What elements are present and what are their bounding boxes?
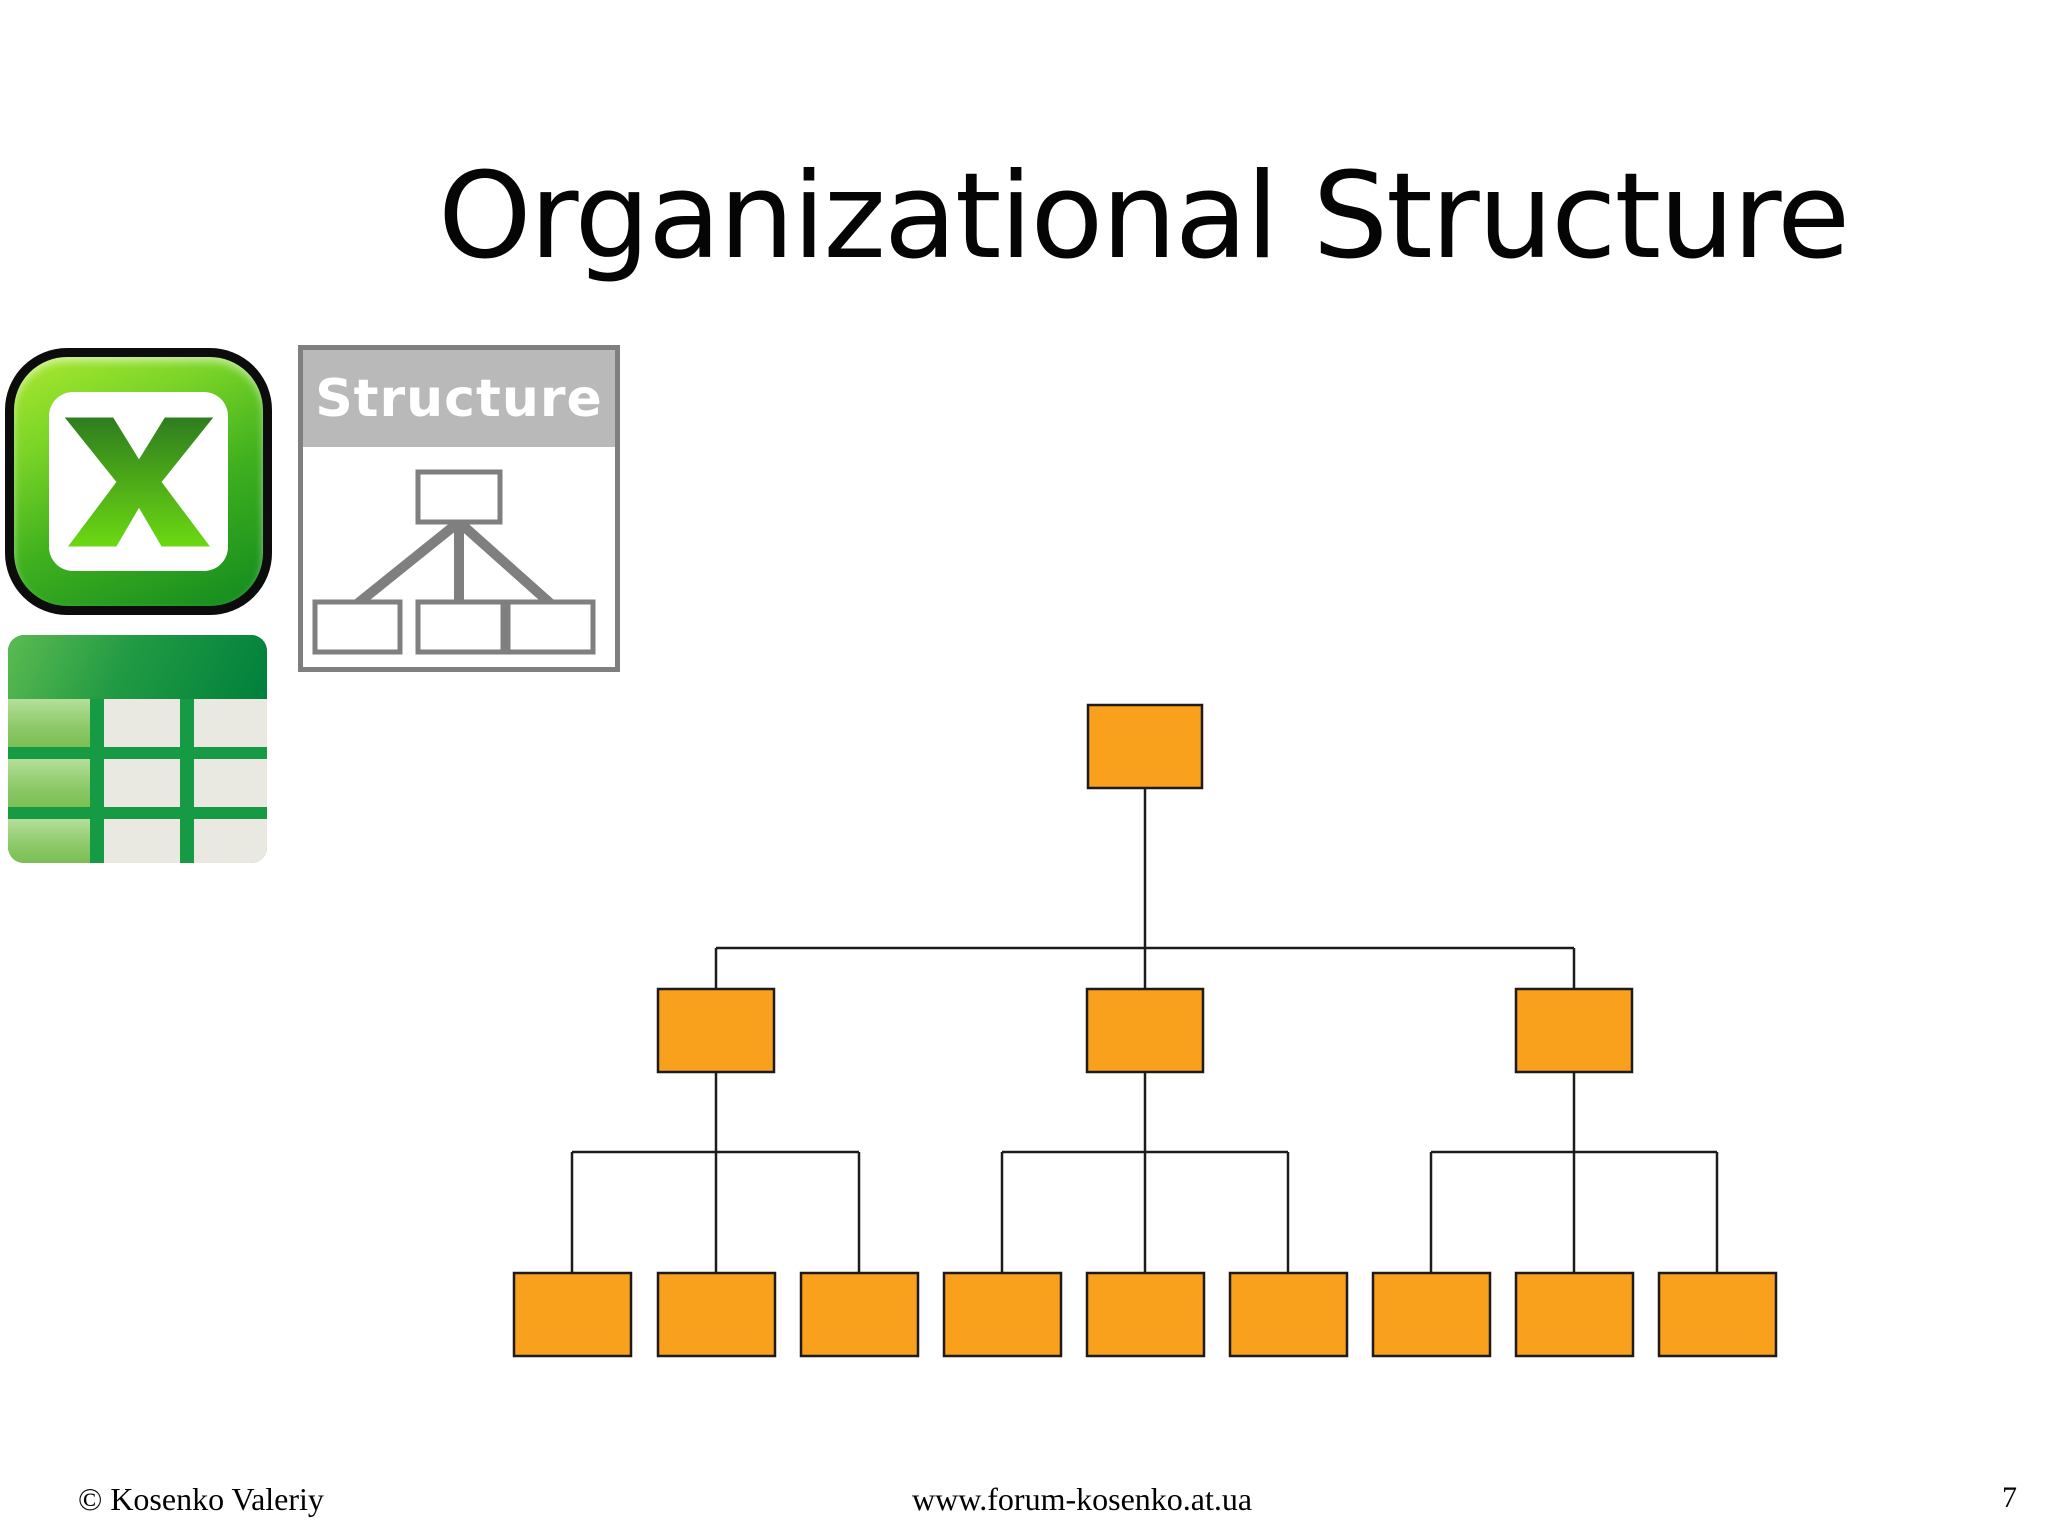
org-node-l3-5 [1085, 1271, 1206, 1358]
sheet-cell [194, 759, 267, 807]
sheet-cell [104, 699, 180, 747]
org-node-l3-3 [799, 1271, 920, 1358]
sheet-cell [8, 699, 90, 747]
org-node-l3-6 [1228, 1271, 1349, 1358]
org-node-l3-7 [1371, 1271, 1492, 1358]
excel-x-glyph [64, 416, 213, 547]
mini-node-child [505, 599, 596, 655]
org-node-l2-3 [1514, 987, 1634, 1074]
structure-thumbnail: Structure [298, 345, 620, 672]
sheet-cell [194, 819, 267, 863]
spreadsheet-grid-icon [8, 635, 267, 863]
spreadsheet-grid [8, 699, 267, 863]
footer-website: www.forum-kosenko.at.ua [912, 1481, 1253, 1517]
org-node-l3-9 [1657, 1271, 1778, 1358]
page-number: 7 [2002, 1481, 2017, 1514]
org-node-l3-4 [942, 1271, 1063, 1358]
mini-org-chart [303, 447, 615, 662]
sheet-cell [8, 759, 90, 807]
org-node-l3-1 [512, 1271, 633, 1358]
org-node-l3-2 [656, 1271, 777, 1358]
spreadsheet-header-band [8, 635, 267, 699]
excel-icon-inner-panel [49, 392, 228, 571]
footer-copyright: © Kosenko Valeriy [78, 1481, 324, 1517]
org-chart-nodes [512, 703, 1778, 1358]
mini-node-child [415, 599, 506, 655]
structure-thumbnail-title: Structure [303, 350, 615, 447]
mini-node-root [415, 469, 503, 525]
page-title: Organizational Structure [438, 148, 1850, 286]
org-node-l2-1 [656, 987, 776, 1074]
org-chart [512, 703, 1778, 1358]
org-chart-connectors [570, 788, 1719, 1273]
mini-nodes [312, 469, 596, 655]
sheet-cell [8, 819, 90, 863]
sheet-cell [104, 759, 180, 807]
excel-x-icon [5, 348, 272, 615]
org-node-l3-8 [1514, 1271, 1635, 1358]
mini-org-chart-svg [312, 469, 596, 655]
org-node-root [1086, 703, 1204, 790]
mini-connectors [353, 518, 555, 608]
mini-node-child [312, 599, 403, 655]
org-node-l2-2 [1085, 987, 1205, 1074]
sheet-cell [104, 819, 180, 863]
sheet-cell [194, 699, 267, 747]
